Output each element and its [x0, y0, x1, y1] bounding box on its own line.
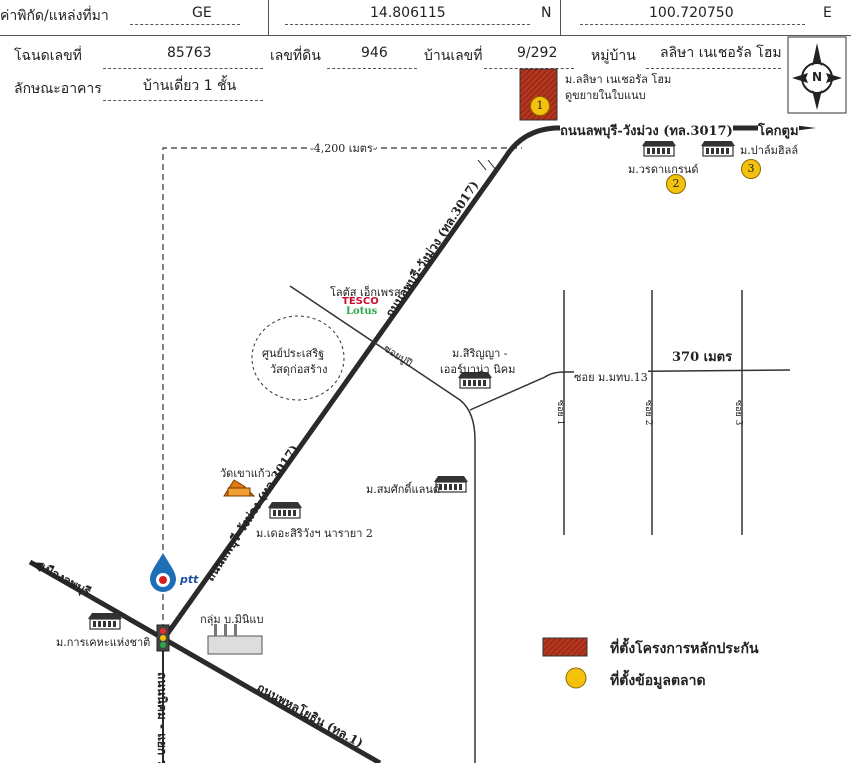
temple-label: วัดเขาแก้ว: [220, 467, 271, 480]
road-phahonyothin: [28, 559, 382, 763]
subject-label-2: ดูขยายในใบแนบ: [565, 89, 646, 102]
house-icon-karkeha: [87, 612, 123, 630]
material-store-label-2: วัสดุก่อสร้าง: [270, 363, 328, 376]
latitude-underline: [285, 24, 530, 25]
group-label: กลุ่ม บ.มินิแบ: [200, 613, 264, 626]
coord-label: ค่าพิกัด/แหล่งที่มา: [0, 8, 109, 24]
legend-project-label: ที่ตั้งโครงการหลักประกัน: [610, 641, 759, 657]
road-3017-diagonal: [160, 125, 770, 642]
market-marker-1: 1: [530, 96, 550, 116]
tesco-brand-1: TESCO: [342, 296, 379, 307]
soi-label-1: ซอย 1: [555, 400, 565, 425]
deed-number: 85763: [167, 45, 212, 61]
coord-source-underline: [130, 24, 240, 25]
parcel-label: เลขที่ดิน: [270, 48, 321, 64]
latitude-unit: N: [541, 5, 552, 21]
parcel-underline: [327, 68, 417, 69]
village-siriya-label-1: ม.สิริญญา -: [452, 347, 508, 360]
ptt-icon: [150, 553, 176, 592]
village-underline: [646, 68, 781, 69]
tesco-label: โลตัส เอ็กเพรส: [330, 286, 401, 299]
village-palm-label: ม.ปาล์มฮิลล์: [740, 144, 799, 157]
building-type: บ้านเดี่ยว 1 ชั้น: [143, 78, 237, 94]
legend-market-label: ที่ตั้งข้อมูลตลาด: [610, 673, 706, 689]
latitude-value: 14.806115: [370, 5, 446, 21]
building-label: ลักษณะอาคาร: [14, 81, 102, 97]
ptt-label: ptt: [180, 573, 199, 586]
house-icon-palm: [700, 139, 736, 157]
village-dorisi-label: ม.เดอะสิริวังฯ นารายา 2: [256, 527, 373, 540]
longitude-value: 100.720750: [649, 5, 734, 21]
village-name: ลลิษา เนเชอรัล โฮม: [660, 45, 782, 61]
header-row-1-border: [0, 0, 851, 36]
distance-route-line: [162, 147, 522, 640]
soi-main-label: ซอย ม.มทบ.13: [574, 368, 648, 386]
subject-label-1: ม.ลลิษา เนเชอรัล โฮม: [565, 73, 672, 86]
legend-project-swatch: [542, 637, 588, 657]
house-label: บ้านเลขที่: [424, 48, 483, 64]
header-divider-1: [268, 0, 269, 35]
village-karkeha-label: ม.การเคหะแห่งชาติ: [56, 636, 151, 649]
material-store-area: [251, 315, 345, 401]
soi-label-3: ซอย 3: [733, 400, 743, 426]
building-underline: [103, 100, 263, 101]
distance-label-370: 370 เมตร: [672, 350, 733, 365]
tesco-brand-2: Lotus: [346, 306, 378, 317]
soi-label-pupi: ซอยปูปี: [381, 342, 414, 369]
factory-icon: [207, 624, 263, 655]
road-label-vertical: ถนนนิคม - แยก ร.: [155, 672, 169, 763]
house-number: 9/292: [517, 45, 558, 61]
village-siriya-label-2: เออร์บาน่า นิคม: [440, 363, 516, 376]
header-divider-2: [560, 0, 561, 35]
soi-label-2: ซอย 2: [643, 400, 653, 425]
compass-letter: N: [812, 70, 823, 84]
market-marker-3: 3: [741, 159, 761, 179]
temple-icon: [223, 479, 256, 497]
legend-market-swatch: [565, 667, 587, 689]
village-somsak-label: ม.สมศักดิ์แลนด์: [366, 483, 440, 496]
road-label-top-end: โคกตูม: [758, 120, 799, 141]
road-label-phahon: ถนนพหลโยธิน (ทล.1): [255, 680, 367, 751]
village-varada-label: ม.วรดาแกรนด์: [628, 163, 699, 176]
road-soi-pupi: [289, 285, 476, 763]
compass-rose-icon: [787, 36, 847, 114]
material-store-label-1: ศูนย์ประเสริฐ: [262, 347, 325, 360]
road-label-top: ถนนลพบุรี-วังม่วง (ทล.3017): [560, 120, 733, 141]
coord-source: GE: [192, 5, 212, 21]
traffic-light-icon: [156, 624, 170, 652]
house-icon-varada: [641, 139, 677, 157]
village-label: หมู่บ้าน: [591, 48, 636, 64]
deed-underline: [103, 68, 263, 69]
road-label-lopburi: เมืองลพบุรี: [38, 560, 93, 600]
longitude-underline: [580, 24, 805, 25]
deed-label: โฉนดเลขที่: [14, 48, 82, 64]
parcel-number: 946: [361, 45, 388, 61]
road-soi-mtb13: [469, 369, 791, 411]
market-marker-2: 2: [666, 174, 686, 194]
longitude-unit: E: [823, 5, 832, 21]
distance-label: -4,200 เมตร-: [310, 139, 377, 157]
house-icon-dorisi: [267, 501, 303, 519]
